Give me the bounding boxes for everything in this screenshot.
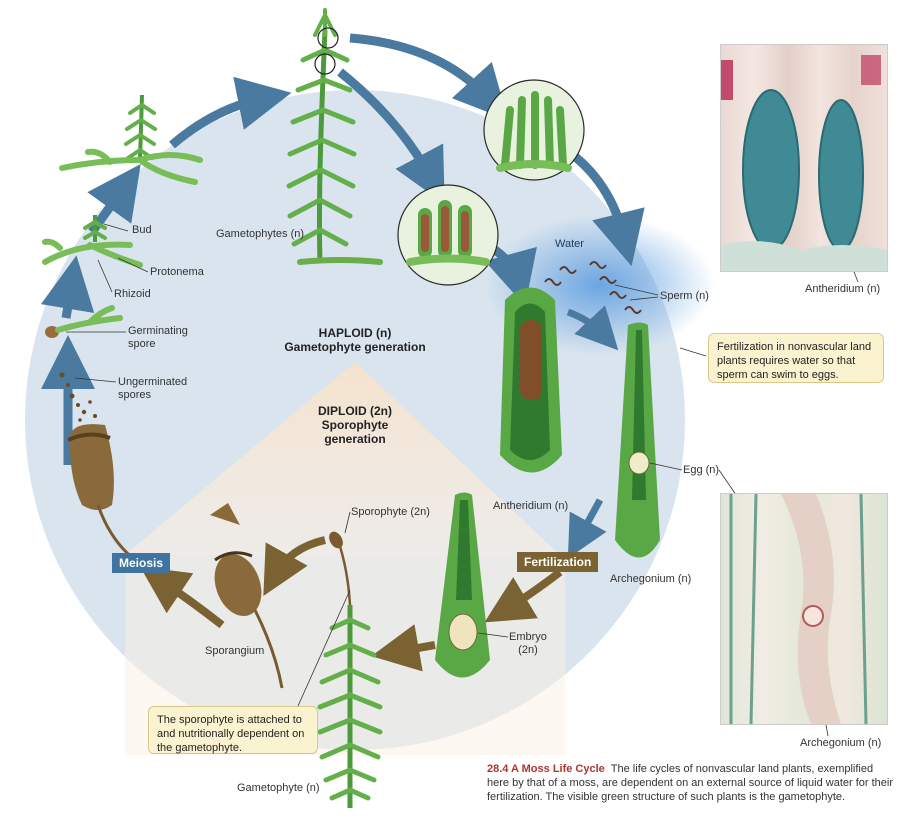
arrow-embryo-to-sporophyte — [371, 624, 436, 672]
note-fertilization-water: Fertilization in nonvascular land plants… — [708, 333, 884, 383]
arrow-sperm-to-egg — [566, 305, 619, 351]
embryo-archegonium — [435, 492, 490, 678]
label-sperm: Sperm (n) — [660, 290, 709, 302]
label-archegonium: Archegonium (n) — [610, 573, 692, 585]
arrow-to-antheridium-head — [349, 33, 509, 120]
label-antheridium: Antheridium (n) — [493, 500, 569, 512]
label-archegonium-micrograph: Archegonium (n) — [800, 737, 882, 749]
haploid-title: HAPLOID (n) — [318, 326, 392, 340]
label-bud: Bud — [132, 224, 152, 236]
archegonium-micrograph — [720, 493, 888, 725]
gametophyte-plant-top — [286, 8, 383, 265]
label-gametophyte-bottom: Gametophyte (n) — [237, 782, 320, 794]
haploid-subtitle: Gametophyte generation — [284, 340, 426, 354]
caption-text: The life cycles of nonvascular land plan… — [487, 763, 894, 803]
label-ungerminated-spores: Ungerminated spores — [118, 376, 188, 401]
antheridia-inset — [397, 184, 499, 286]
gametophyte-plant-bottom — [317, 531, 383, 808]
protonema-plant-lower — [42, 215, 143, 268]
sperm-cells — [544, 261, 642, 314]
germinating-spore — [45, 305, 123, 338]
protonema-plant-upper — [59, 94, 203, 185]
label-water: Water — [555, 238, 584, 250]
label-gametophytes: Gametophytes (n) — [216, 228, 305, 240]
arrow-sporangium-to-meiosis — [140, 566, 225, 629]
arrow-sporophyte-to-sporangium — [263, 536, 326, 596]
archegonium-large — [615, 322, 660, 558]
label-sporophyte: Sporophyte (2n) — [351, 506, 430, 518]
arrow-fertilization-to-embryo — [484, 568, 563, 623]
diploid-region — [125, 362, 560, 555]
label-antheridium-micrograph: Antheridium (n) — [805, 283, 881, 295]
antheridium-head-inset — [483, 79, 585, 181]
label-germinating-spore: Germinating spore — [128, 325, 188, 350]
diploid-generation-label: DIPLOID (2n) Sporophyte generation — [275, 404, 435, 446]
arrow-to-archegonium-head — [337, 68, 445, 204]
antheridium-large — [500, 287, 562, 473]
diploid-title: DIPLOID (2n) — [318, 404, 392, 418]
note-sporophyte-attached: The sporophyte is attached to and nutrit… — [148, 706, 318, 754]
fertilization-stage: Fertilization — [517, 552, 599, 572]
diploid-subtitle-1: Sporophyte — [321, 418, 389, 432]
label-protonema: Protonema — [150, 266, 204, 278]
antheridium-micrograph — [720, 44, 888, 272]
label-egg: Egg (n) — [683, 464, 720, 476]
haploid-generation-label: HAPLOID (n) Gametophyte generation — [240, 326, 470, 354]
arrow-germinating-up — [40, 255, 95, 319]
label-rhizoid: Rhizoid — [114, 288, 151, 300]
diploid-subtitle-2: generation — [324, 432, 386, 446]
figure-number: 28.4 A Moss Life Cycle — [487, 763, 605, 775]
sporangium-capsule — [210, 503, 284, 689]
arrow-to-fertilization — [567, 498, 607, 559]
label-embryo: Embryo (2n) — [509, 631, 547, 656]
arrow-protonema-to-gametophyte — [169, 76, 292, 149]
meiosis-stage: Meiosis — [112, 553, 171, 573]
label-sporangium: Sporangium — [205, 645, 265, 657]
spores-dots — [59, 372, 97, 422]
